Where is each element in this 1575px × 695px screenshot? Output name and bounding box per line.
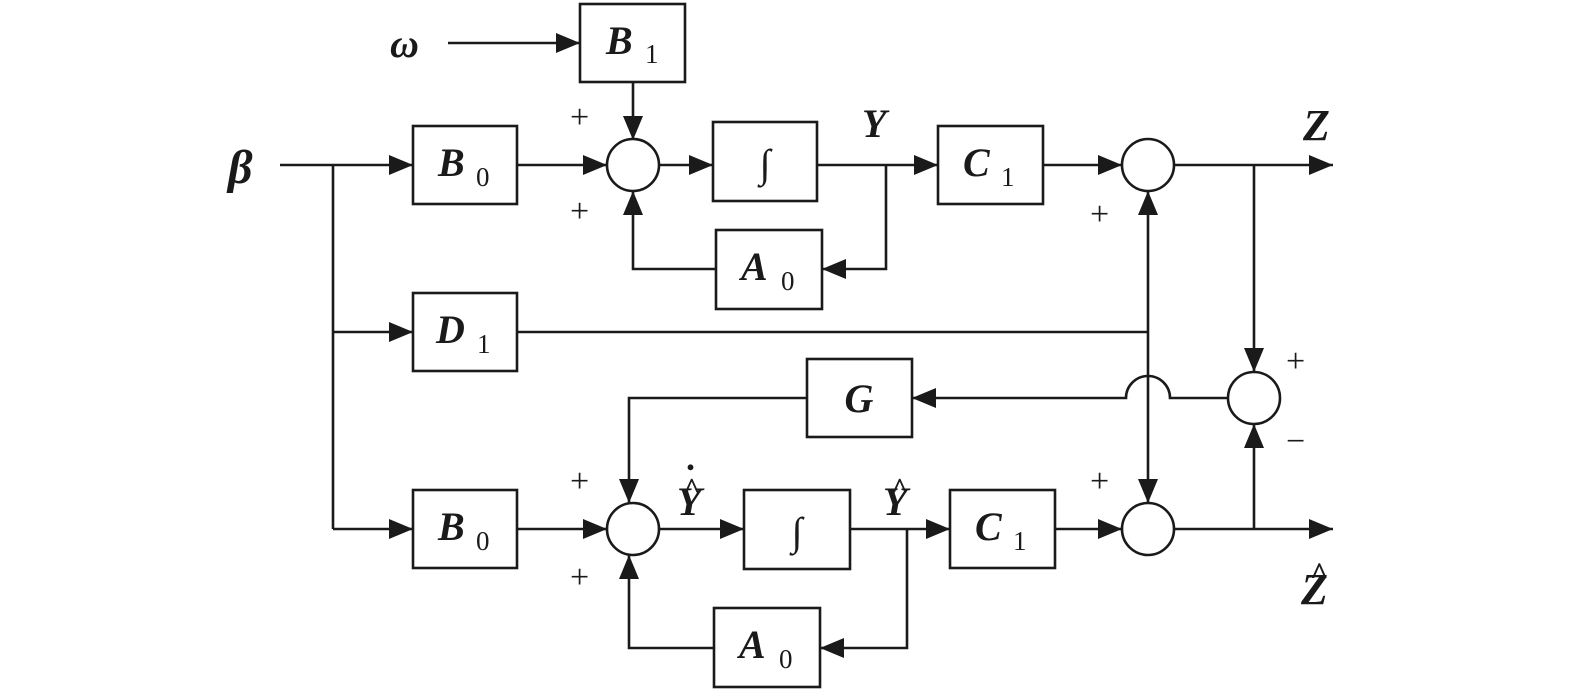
g-main: G xyxy=(845,376,874,421)
block-a0-bottom: A 0 xyxy=(712,606,822,689)
d1-sub: 1 xyxy=(477,329,491,359)
label-beta: β xyxy=(226,141,253,194)
wire-error-hop xyxy=(1116,374,1228,400)
label-z-hat: Z ^ xyxy=(1300,555,1329,614)
block-c1-bottom: C 1 xyxy=(948,488,1057,570)
sign-bottom-g: + xyxy=(570,463,589,500)
block-integrator-top: ∫ xyxy=(711,120,819,203)
wire-yhat-a0-bottom xyxy=(820,529,909,658)
wires xyxy=(280,33,1333,658)
label-y-hat-dot: Y ^ . xyxy=(677,438,705,524)
z-hat-letter: Z xyxy=(1300,565,1328,614)
y-hat-dot-hat: ^ xyxy=(683,472,700,505)
c1-top-sub: 1 xyxy=(1001,162,1015,192)
y-hat-hat: ^ xyxy=(891,472,908,505)
sign-error-minus: − xyxy=(1286,423,1305,460)
a0-bottom-main: A xyxy=(736,622,766,667)
d1-main: D xyxy=(435,307,465,352)
b0-bottom-sub: 0 xyxy=(476,526,490,556)
sign-bottom-a0: + xyxy=(570,559,589,596)
block-integrator-bottom: ∫ xyxy=(742,488,852,571)
sign-z-d1: + xyxy=(1090,196,1109,233)
c1-bottom-sub: 1 xyxy=(1013,526,1027,556)
block-b0-bottom: B 0 xyxy=(411,488,519,570)
c1-bottom-main: C xyxy=(975,504,1003,549)
b1-main: B xyxy=(605,18,633,63)
wire-y-a0-top xyxy=(822,165,888,279)
sum-junction-zhat xyxy=(1120,501,1176,557)
a0-top-sub: 0 xyxy=(781,266,795,296)
y-hat-letter: Y xyxy=(883,479,911,524)
z-hat-hat: ^ xyxy=(1310,555,1329,591)
block-a0-top: A 0 xyxy=(714,228,824,311)
sign-zhat-d1: + xyxy=(1090,463,1109,500)
a0-bottom-sub: 0 xyxy=(779,644,793,674)
block-g: G xyxy=(805,357,914,439)
sign-error-plus: + xyxy=(1286,343,1305,380)
c1-top-main: C xyxy=(963,140,991,185)
block-b1: B 1 xyxy=(578,2,687,84)
block-d1: D 1 xyxy=(411,291,519,373)
sum-junction-bottom xyxy=(605,501,661,557)
wire-a0-sum-top xyxy=(623,191,716,271)
label-z: Z xyxy=(1302,101,1330,150)
sign-top-a0: + xyxy=(570,193,589,230)
integrator-bottom-symbol: ∫ xyxy=(789,509,806,556)
label-y-hat: Y ^ xyxy=(883,472,911,524)
label-y: Y xyxy=(862,101,890,146)
y-hat-dot-dot: . xyxy=(686,438,695,478)
sign-top-b1: + xyxy=(570,99,589,136)
block-b0-top: B 0 xyxy=(411,124,519,206)
b0-top-sub: 0 xyxy=(476,162,490,192)
b1-sub: 1 xyxy=(645,39,659,69)
b0-bottom-main: B xyxy=(437,504,465,549)
sum-junction-error xyxy=(1226,370,1282,426)
label-omega: ω xyxy=(390,21,419,66)
block-c1-top: C 1 xyxy=(936,124,1045,206)
sum-junction-z xyxy=(1120,137,1176,193)
a0-top-main: A xyxy=(738,244,768,289)
wire-a0-sum-bottom xyxy=(619,555,714,650)
y-hat-dot-letter: Y xyxy=(677,479,705,524)
sum-junction-top xyxy=(605,137,661,193)
b0-top-main: B xyxy=(437,140,465,185)
wire-g-sum-bottom xyxy=(619,396,807,503)
integrator-top-symbol: ∫ xyxy=(757,141,774,188)
